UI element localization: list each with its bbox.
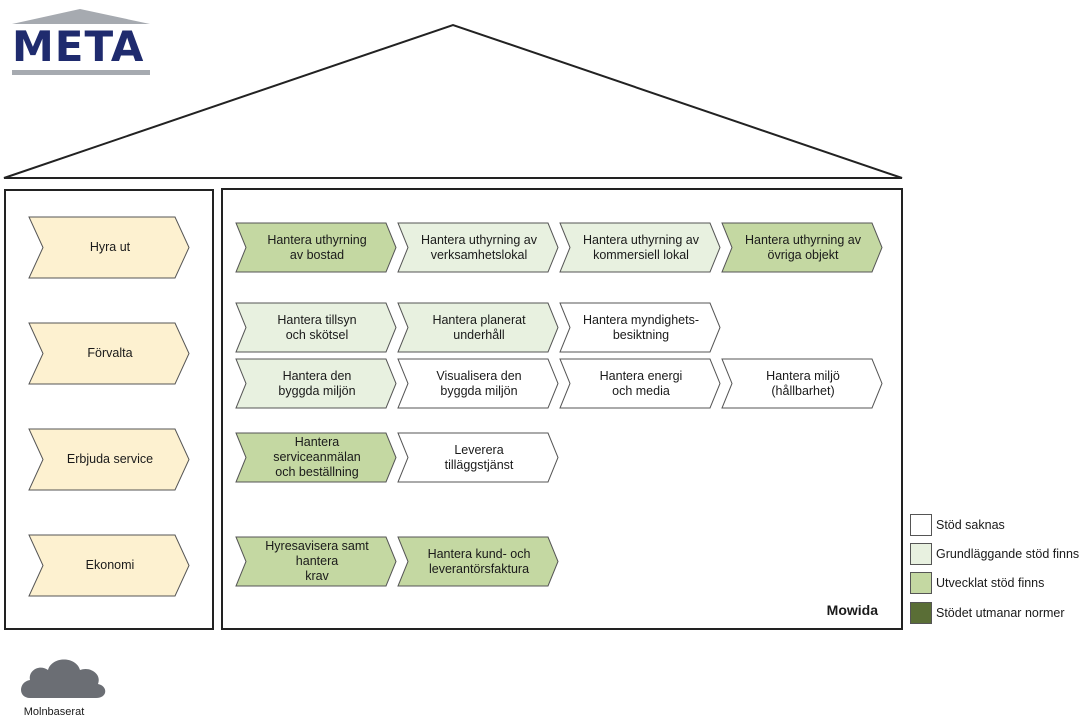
process-5: Hantera tillsyn och skötsel xyxy=(235,302,397,353)
category-1-label: Hyra ut xyxy=(89,240,131,254)
process-2-label: Hantera uthyrning av verksamhetslokal xyxy=(420,232,538,262)
process-10-shape xyxy=(559,358,721,409)
legend-swatch xyxy=(910,602,932,624)
process-4-label: Hantera uthyrning av övriga objekt xyxy=(744,232,862,262)
process-12: Hantera serviceanmälan och beställning xyxy=(235,432,397,483)
process-6-shape xyxy=(397,302,559,353)
process-2-shape xyxy=(397,222,559,273)
legend-label: Utvecklat stöd finns xyxy=(936,576,1045,590)
category-3-label: Erbjuda service xyxy=(66,452,154,466)
category-1-shape xyxy=(28,216,190,279)
category-2-shape xyxy=(28,322,190,385)
legend-label: Stödet utmanar normer xyxy=(936,606,1065,620)
legend-swatch xyxy=(910,572,932,594)
category-3: Erbjuda service xyxy=(28,428,190,491)
logo-text: META xyxy=(12,22,145,71)
legend-swatch xyxy=(910,514,932,536)
process-10: Hantera energi och media xyxy=(559,358,721,409)
process-5-shape xyxy=(235,302,397,353)
process-11: Hantera miljö (hållbarhet) xyxy=(721,358,883,409)
process-9-shape xyxy=(397,358,559,409)
legend-label: Stöd saknas xyxy=(936,518,1005,532)
system-panel xyxy=(221,188,903,630)
category-4-shape xyxy=(28,534,190,597)
process-4: Hantera uthyrning av övriga objekt xyxy=(721,222,883,273)
category-1: Hyra ut xyxy=(28,216,190,279)
category-panel xyxy=(4,189,214,630)
process-15-shape xyxy=(397,536,559,587)
process-3: Hantera uthyrning av kommersiell lokal xyxy=(559,222,721,273)
cloud-icon xyxy=(21,659,106,698)
category-4: Ekonomi xyxy=(28,534,190,597)
process-1: Hantera uthyrning av bostad xyxy=(235,222,397,273)
meta-logo: META xyxy=(6,6,154,76)
process-8-shape xyxy=(235,358,397,409)
legend-item: Stödet utmanar normer xyxy=(910,601,1065,625)
process-3-shape xyxy=(559,222,721,273)
house-roof xyxy=(3,23,903,179)
process-1-label: Hantera uthyrning av bostad xyxy=(267,232,367,262)
system-name: Mowida xyxy=(826,602,878,618)
process-13: Leverera tilläggstjänst xyxy=(397,432,559,483)
legend-item: Grundläggande stöd finns xyxy=(910,542,1079,566)
process-8: Hantera den byggda miljön xyxy=(235,358,397,409)
process-7-label: Hantera myndighets- besiktning xyxy=(582,312,700,342)
process-2: Hantera uthyrning av verksamhetslokal xyxy=(397,222,559,273)
process-5-label: Hantera tillsyn och skötsel xyxy=(277,312,357,342)
process-6-label: Hantera planerat underhåll xyxy=(432,312,526,342)
logo-roof-icon xyxy=(12,9,150,75)
category-2: Förvalta xyxy=(28,322,190,385)
category-2-label: Förvalta xyxy=(87,346,133,360)
process-9-label: Visualisera den byggda miljön xyxy=(436,368,522,398)
process-7-shape xyxy=(559,302,721,353)
legend-label: Grundläggande stöd finns xyxy=(936,547,1080,561)
process-14-shape xyxy=(235,536,397,587)
process-13-shape xyxy=(397,432,559,483)
cloud-badge: Molnbaserat xyxy=(10,650,110,724)
process-11-shape xyxy=(721,358,883,409)
process-15: Hantera kund- och leverantörsfaktura xyxy=(397,536,559,587)
process-10-label: Hantera energi och media xyxy=(599,368,683,398)
process-14: Hyresavisera samt hantera krav xyxy=(235,536,397,587)
process-14-label: Hyresavisera samt hantera krav xyxy=(265,539,369,583)
process-15-label: Hantera kund- och leverantörsfaktura xyxy=(427,546,531,576)
process-12-shape xyxy=(235,432,397,483)
legend-swatch xyxy=(910,543,932,565)
legend-item: Utvecklat stöd finns xyxy=(910,571,1044,595)
process-13-label: Leverera tilläggstjänst xyxy=(444,442,514,472)
process-9: Visualisera den byggda miljön xyxy=(397,358,559,409)
process-8-label: Hantera den byggda miljön xyxy=(278,368,356,398)
process-3-label: Hantera uthyrning av kommersiell lokal xyxy=(582,232,700,262)
process-6: Hantera planerat underhåll xyxy=(397,302,559,353)
process-12-label: Hantera serviceanmälan och beställning xyxy=(273,435,361,479)
category-3-shape xyxy=(28,428,190,491)
legend-item: Stöd saknas xyxy=(910,513,1005,537)
process-11-label: Hantera miljö (hållbarhet) xyxy=(766,368,840,398)
process-1-shape xyxy=(235,222,397,273)
process-7: Hantera myndighets- besiktning xyxy=(559,302,721,353)
cloud-label: Molnbaserat xyxy=(23,706,85,718)
process-4-shape xyxy=(721,222,883,273)
category-4-label: Ekonomi xyxy=(85,558,135,572)
